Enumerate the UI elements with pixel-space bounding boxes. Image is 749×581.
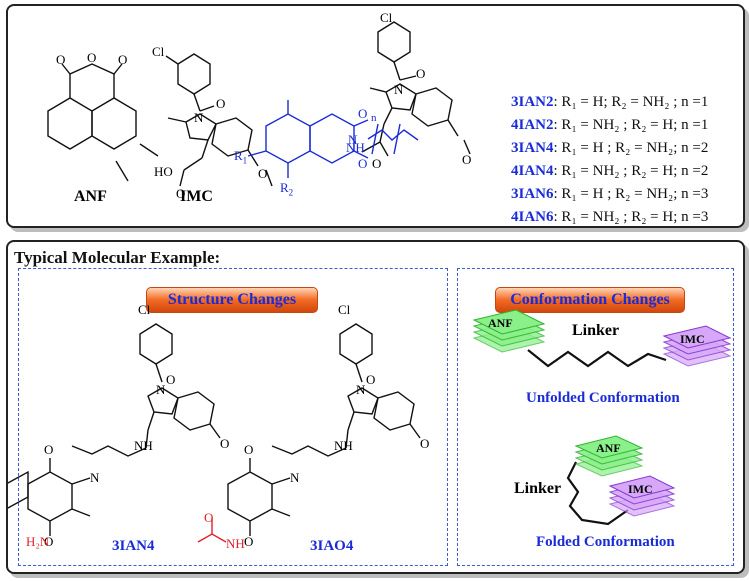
mol1-label: 3IAN4 bbox=[112, 538, 155, 554]
mol2-o3: O bbox=[244, 442, 254, 457]
conj-nh: NH bbox=[346, 140, 365, 155]
compound-row: 4IAN2: R₁ = NH₂ ; R₂ = H; n =1 bbox=[511, 117, 709, 133]
conj-cl: Cl bbox=[380, 10, 393, 25]
mol1-o: O bbox=[166, 372, 176, 387]
unfolded-anf-stack bbox=[472, 309, 546, 353]
mol2-o: O bbox=[366, 372, 376, 387]
mol1-o3: O bbox=[44, 442, 54, 457]
compound-row: 4IAN4: R₁ = NH₂ ; R₂ = H; n =2 bbox=[511, 163, 709, 179]
conj-n-sub: n bbox=[371, 112, 377, 124]
compound-row: 3IAN4: R₁ = H ; R₂ = NH₂; n =2 bbox=[511, 140, 709, 156]
anf-o1: O bbox=[56, 52, 66, 67]
mol2-n: N bbox=[356, 382, 366, 397]
mol2-ome: O bbox=[420, 436, 430, 451]
mol1-h2n: H₂N bbox=[26, 534, 50, 549]
conj-o2: O bbox=[372, 156, 382, 171]
unfolded-linker-chain bbox=[527, 349, 667, 368]
top-panel: O O O ANF Cl O N HO O O IMC Cl O N O O N… bbox=[6, 4, 745, 228]
conj-ome: O bbox=[462, 152, 472, 167]
compound-row: 3IAN2: R₁ = H; R₂ = NH₂ ; n =1 bbox=[511, 94, 709, 110]
mol1-structure bbox=[8, 323, 221, 536]
folded-imc-label: IMC bbox=[628, 482, 653, 496]
conj-n-indole: N bbox=[394, 82, 404, 97]
mol2-o4: O bbox=[244, 534, 254, 549]
mol1-ome: O bbox=[220, 436, 230, 451]
structure-changes-banner: Structure Changes bbox=[146, 287, 318, 313]
imc-o2: O bbox=[176, 186, 186, 201]
mol2-acetamide bbox=[197, 518, 227, 543]
conjugate-structure bbox=[361, 21, 471, 157]
conformation-box bbox=[457, 268, 734, 566]
mol1-n: N bbox=[156, 382, 166, 397]
mol2-nh2: NH bbox=[226, 536, 245, 551]
imc-n: N bbox=[194, 110, 204, 125]
top-structures-svg bbox=[47, 21, 471, 187]
unfolded-linker-label: Linker bbox=[572, 322, 620, 339]
imc-ome: O bbox=[258, 166, 268, 181]
mol2-cl: Cl bbox=[338, 302, 351, 317]
conj-r2: R2 bbox=[280, 180, 294, 198]
mol2-o5: O bbox=[204, 510, 214, 525]
mol1-o4: O bbox=[44, 534, 54, 549]
unfolded-caption: Unfolded Conformation bbox=[526, 390, 680, 406]
unfolded-imc-label: IMC bbox=[680, 332, 705, 346]
mol2-label: 3IAO4 bbox=[310, 538, 354, 554]
unfolded-anf-label: ANF bbox=[488, 316, 513, 330]
structure-box bbox=[18, 268, 448, 566]
unfolded-imc-stack bbox=[662, 325, 732, 367]
folded-linker-chain bbox=[566, 461, 629, 526]
folded-imc-stack bbox=[608, 475, 676, 517]
conformation-changes-banner: Conformation Changes bbox=[495, 287, 685, 313]
mol1-cl: Cl bbox=[138, 302, 151, 317]
anf-label: ANF bbox=[74, 188, 107, 205]
folded-linker-label: Linker bbox=[514, 480, 562, 497]
section-title: Typical Molecular Example: bbox=[14, 248, 221, 267]
conj-o3: O bbox=[358, 106, 368, 121]
imc-oh: HO bbox=[154, 164, 173, 179]
imc-structure bbox=[165, 53, 273, 187]
mol2-nh: NH bbox=[334, 438, 353, 453]
mol1-nh: NH bbox=[134, 438, 153, 453]
compound-row: 4IAN6: R₁ = NH₂ ; R₂ = H; n =3 bbox=[511, 209, 709, 225]
mol1-n2: N bbox=[90, 470, 100, 485]
compound-list: 3IAN2: R₁ = H; R₂ = NH₂ ; n =1 4IAN2: R₁… bbox=[511, 91, 708, 229]
conj-o1: O bbox=[416, 66, 426, 81]
bottom-structures-svg bbox=[8, 309, 732, 543]
anf-o3: O bbox=[118, 52, 128, 67]
compound-row: 3IAN6: R₁ = H ; R₂ = NH₂; n =3 bbox=[511, 186, 709, 202]
conjugate-naphthalimide bbox=[247, 100, 419, 178]
bottom-panel: Typical Molecular Example: Structure Cha… bbox=[6, 240, 745, 574]
mol2-structure bbox=[227, 323, 421, 536]
folded-anf-label: ANF bbox=[596, 441, 621, 455]
folded-anf-stack bbox=[574, 435, 644, 477]
mol2-n2: N bbox=[290, 470, 300, 485]
imc-label: IMC bbox=[180, 188, 213, 205]
conj-n-imide: N bbox=[348, 132, 358, 147]
conj-r1: R1 bbox=[234, 148, 248, 166]
anf-structure bbox=[47, 63, 159, 182]
anf-o2: O bbox=[87, 50, 97, 65]
imc-cl: Cl bbox=[152, 44, 165, 59]
folded-caption: Folded Conformation bbox=[536, 534, 675, 550]
imc-o: O bbox=[216, 96, 226, 111]
conj-o4: O bbox=[358, 156, 368, 171]
